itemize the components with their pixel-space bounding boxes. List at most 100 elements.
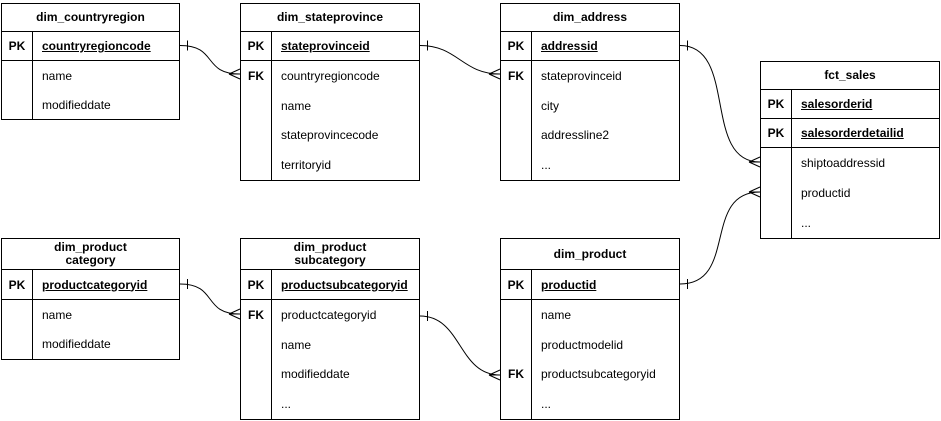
fk-label: FK (241, 300, 272, 330)
fk-label: FK (501, 359, 532, 390)
table-body: name modifieddate (2, 300, 179, 359)
column-name: countryregioncode (42, 39, 151, 53)
column-name: addressline2 (541, 128, 610, 143)
pk-label: PK (501, 270, 532, 299)
table-row: ... (501, 389, 679, 419)
relationship-countryregion-stateprovince[interactable] (179, 40, 241, 80)
key-label (501, 329, 532, 360)
table-dim-product[interactable]: dim_product PK productid name productmod… (500, 238, 680, 420)
key-label (2, 329, 33, 359)
key-label (761, 208, 792, 238)
table-row: name (2, 300, 179, 330)
edge-line (179, 45, 241, 75)
edge-line (679, 45, 761, 163)
key-label (2, 90, 33, 119)
table-dim-address[interactable]: dim_address PK addressid FK stateprovinc… (500, 3, 680, 181)
edge-line (179, 283, 241, 315)
table-dim-countryregion[interactable]: dim_countryregion PK countryregioncode n… (1, 3, 180, 120)
column-name: salesorderdetailid (801, 126, 904, 140)
key-label (501, 300, 532, 330)
table-title: dim_countryregion (2, 4, 179, 32)
table-row: stateprovincecode (241, 120, 419, 151)
table-row: PK productid (501, 270, 679, 300)
table-row: PK salesorderid (761, 90, 939, 119)
column-name: productmodelid (541, 337, 624, 352)
column-name: name (42, 307, 73, 322)
cardinality-many-marker (228, 308, 241, 320)
table-fct-sales[interactable]: fct_sales PK salesorderid PK salesorderd… (760, 61, 940, 239)
column-name: stateprovinceid (281, 39, 370, 53)
table-row: modifieddate (2, 90, 179, 119)
relationship-productcategory-productsubcategory[interactable] (179, 279, 241, 320)
column-name: territoryid (281, 158, 332, 173)
table-row: PK salesorderdetailid (761, 119, 939, 148)
column-name: productsubcategoryid (541, 367, 656, 382)
table-row: name (2, 61, 179, 90)
key-label (241, 389, 272, 419)
key-label (501, 120, 532, 151)
table-row: modifieddate (2, 329, 179, 359)
pk-label: PK (2, 32, 33, 60)
key-label (501, 389, 532, 419)
table-row: FK productsubcategoryid (501, 359, 679, 390)
ellipsis-row: ... (801, 216, 812, 230)
key-label (2, 300, 33, 330)
cardinality-many-marker (748, 156, 761, 168)
column-name: modifieddate (42, 97, 111, 112)
key-label (761, 148, 792, 178)
pk-label: PK (501, 32, 532, 60)
column-name: name (281, 98, 312, 113)
table-row: ... (241, 389, 419, 419)
key-label (241, 90, 272, 121)
table-row: productmodelid (501, 329, 679, 360)
column-name: name (281, 337, 312, 352)
relationship-productsubcategory-product[interactable] (419, 311, 501, 381)
table-title: dim_product category (2, 239, 179, 270)
column-name: productid (541, 277, 597, 292)
column-name: productid (801, 186, 851, 200)
table-row: FK productcategoryid (241, 300, 419, 330)
column-name: productsubcategoryid (281, 277, 408, 292)
table-row: shiptoaddressid (761, 148, 939, 178)
table-body: FK countryregioncode name stateprovincec… (241, 61, 419, 180)
table-title: dim_address (501, 4, 679, 32)
relationship-product-fctsales[interactable] (679, 186, 761, 289)
key-label (2, 61, 33, 90)
pk-label: PK (761, 119, 792, 147)
table-row: PK productsubcategoryid (241, 270, 419, 300)
pk-label: PK (2, 270, 33, 299)
cardinality-many-marker (228, 68, 241, 80)
table-row: FK countryregioncode (241, 61, 419, 91)
pk-label: PK (241, 270, 272, 299)
table-dim-productsubcategory[interactable]: dim_product subcategory PK productsubcat… (240, 238, 420, 420)
table-body: shiptoaddressid productid ... (761, 148, 939, 238)
relationship-address-fctsales[interactable] (679, 40, 761, 168)
edge-line (419, 45, 501, 75)
fk-label: FK (501, 61, 532, 91)
relationship-stateprovince-address[interactable] (419, 40, 501, 80)
table-row: name (241, 329, 419, 360)
cardinality-many-marker (488, 68, 501, 80)
table-row: PK productcategoryid (2, 270, 179, 300)
table-row: name (241, 90, 419, 121)
table-title: dim_product subcategory (241, 239, 419, 270)
column-name: name (42, 68, 73, 83)
table-row: productid (761, 178, 939, 208)
ellipsis-row: ... (281, 397, 292, 412)
column-name: modifieddate (281, 367, 350, 382)
table-body: name productmodelid FK productsubcategor… (501, 300, 679, 419)
table-row: PK countryregioncode (2, 32, 179, 61)
table-dim-productcategory[interactable]: dim_product category PK productcategoryi… (1, 238, 180, 360)
table-row: FK stateprovinceid (501, 61, 679, 91)
column-name: modifieddate (42, 337, 111, 352)
table-dim-stateprovince[interactable]: dim_stateprovince PK stateprovinceid FK … (240, 3, 420, 181)
column-name: stateprovincecode (281, 128, 379, 143)
table-row: ... (501, 150, 679, 180)
key-label (241, 150, 272, 180)
table-row: name (501, 300, 679, 330)
pk-label: PK (761, 90, 792, 118)
table-body: name modifieddate (2, 61, 179, 119)
column-name: shiptoaddressid (801, 156, 886, 170)
table-title: dim_stateprovince (241, 4, 419, 32)
table-row: territoryid (241, 150, 419, 180)
